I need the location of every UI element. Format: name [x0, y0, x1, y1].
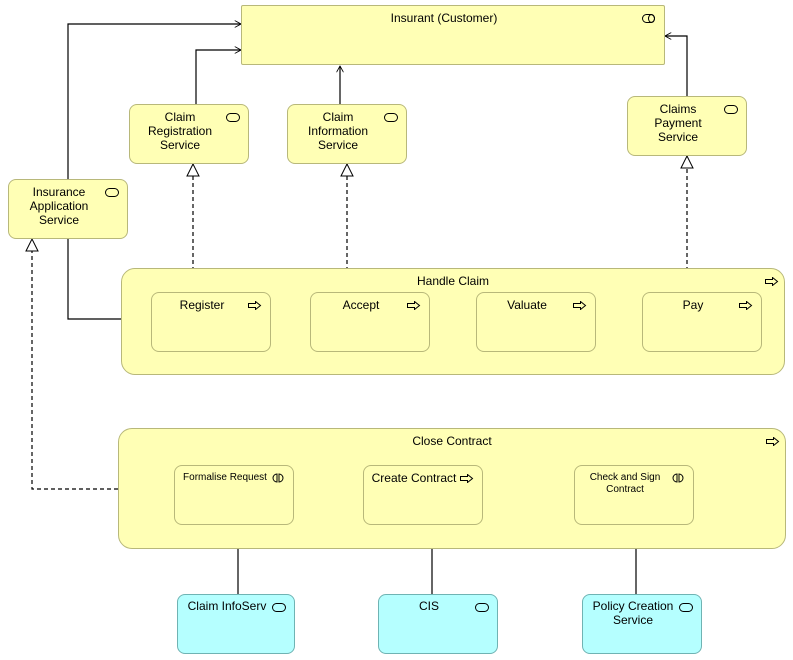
service-icon — [724, 103, 738, 114]
close-contract-label: Close Contract — [412, 434, 492, 448]
process-arrow-icon — [765, 275, 779, 287]
pay-process[interactable]: Pay — [642, 292, 762, 352]
policy-creation-service-node[interactable]: Policy Creation Service — [582, 594, 702, 654]
service-icon — [105, 186, 119, 197]
cis-label: CIS — [418, 599, 439, 613]
claims-payment-service-label: Claims Payment Service — [654, 102, 702, 144]
check-and-sign-contract-label: Check and Sign Contract — [589, 472, 661, 495]
service-icon — [679, 601, 693, 612]
valuate-process[interactable]: Valuate — [476, 292, 596, 352]
process-arrow-icon — [766, 435, 780, 447]
interaction-icon — [671, 472, 685, 483]
pay-label: Pay — [682, 298, 704, 312]
role-icon — [642, 12, 656, 23]
claim-information-service-label: Claim Information Service — [307, 110, 369, 152]
claim-registration-service-node[interactable]: Claim Registration Service — [129, 104, 249, 164]
used-by-claims-payment-line — [665, 36, 688, 96]
register-process[interactable]: Register — [151, 292, 271, 352]
process-arrow-icon — [573, 299, 587, 311]
process-arrow-icon — [248, 299, 262, 311]
process-arrow-icon — [460, 472, 474, 484]
insurant-node[interactable]: Insurant (Customer) — [241, 5, 665, 65]
create-contract-label: Create Contract — [371, 471, 457, 485]
realization-close-contract-line — [32, 239, 118, 490]
service-icon — [384, 111, 398, 122]
insurance-application-service-node[interactable]: Insurance Application Service — [8, 179, 128, 239]
valuate-label: Valuate — [507, 298, 547, 312]
used-by-insurance-application-line — [67, 24, 241, 179]
policy-creation-service-label: Policy Creation Service — [592, 599, 674, 627]
insurance-application-service-label: Insurance Application Service — [29, 185, 89, 227]
claim-registration-service-label: Claim Registration Service — [147, 110, 213, 152]
service-icon — [226, 111, 240, 122]
create-contract-process[interactable]: Create Contract — [363, 465, 483, 525]
accept-label: Accept — [342, 298, 380, 312]
register-label: Register — [179, 298, 225, 312]
interaction-icon — [271, 472, 285, 483]
claim-infoserv-node[interactable]: Claim InfoServ — [177, 594, 295, 654]
insurant-label: Insurant (Customer) — [390, 11, 498, 25]
check-and-sign-contract-interaction[interactable]: Check and Sign Contract — [574, 465, 694, 525]
cis-node[interactable]: CIS — [378, 594, 498, 654]
process-arrow-icon — [739, 299, 753, 311]
claim-information-service-node[interactable]: Claim Information Service — [287, 104, 407, 164]
handle-claim-label: Handle Claim — [416, 274, 490, 288]
service-icon — [475, 601, 489, 612]
used-by-claim-registration-line — [195, 50, 241, 104]
claim-infoserv-label: Claim InfoServ — [187, 599, 267, 613]
formalise-request-interaction[interactable]: Formalise Request — [174, 465, 294, 525]
accept-process[interactable]: Accept — [310, 292, 430, 352]
service-icon — [272, 601, 286, 612]
process-arrow-icon — [407, 299, 421, 311]
claims-payment-service-node[interactable]: Claims Payment Service — [627, 96, 747, 156]
formalise-request-label: Formalise Request — [183, 472, 267, 483]
